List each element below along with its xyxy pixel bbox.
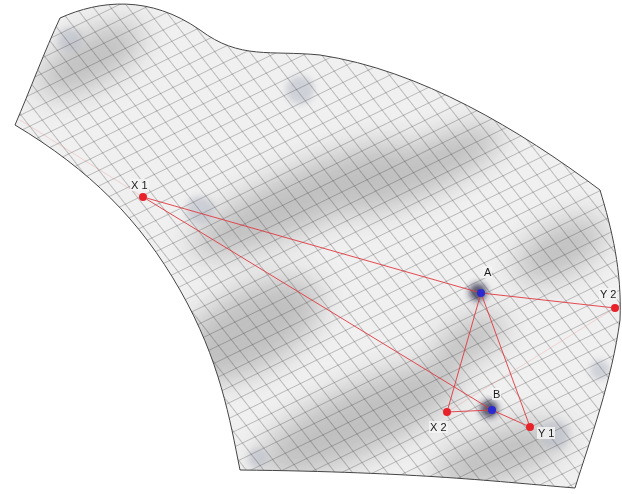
- point-label: X 1: [130, 179, 149, 191]
- connector-line: [482, 297, 528, 423]
- y-point: Y 2: [611, 304, 619, 312]
- point-label: Y 2: [599, 288, 617, 300]
- a-point: A: [477, 289, 485, 297]
- b-point: B: [488, 406, 496, 414]
- x-point: X 2: [443, 408, 451, 416]
- connector-line: [146, 199, 488, 408]
- connector-line: [496, 412, 527, 426]
- connector-line: [485, 293, 611, 307]
- point-label: B: [492, 388, 501, 400]
- connector-line: [147, 198, 477, 292]
- faint-guide-lines: [20, 120, 615, 412]
- x-point: X 1: [139, 193, 147, 201]
- point-label: A: [483, 266, 492, 278]
- point-label: X 2: [429, 421, 448, 433]
- point-label: Y 1: [537, 427, 555, 439]
- connector-line: [448, 297, 480, 408]
- y-point: Y 1: [526, 423, 534, 431]
- connector-line: [451, 410, 488, 412]
- surface-outline: [15, 4, 620, 488]
